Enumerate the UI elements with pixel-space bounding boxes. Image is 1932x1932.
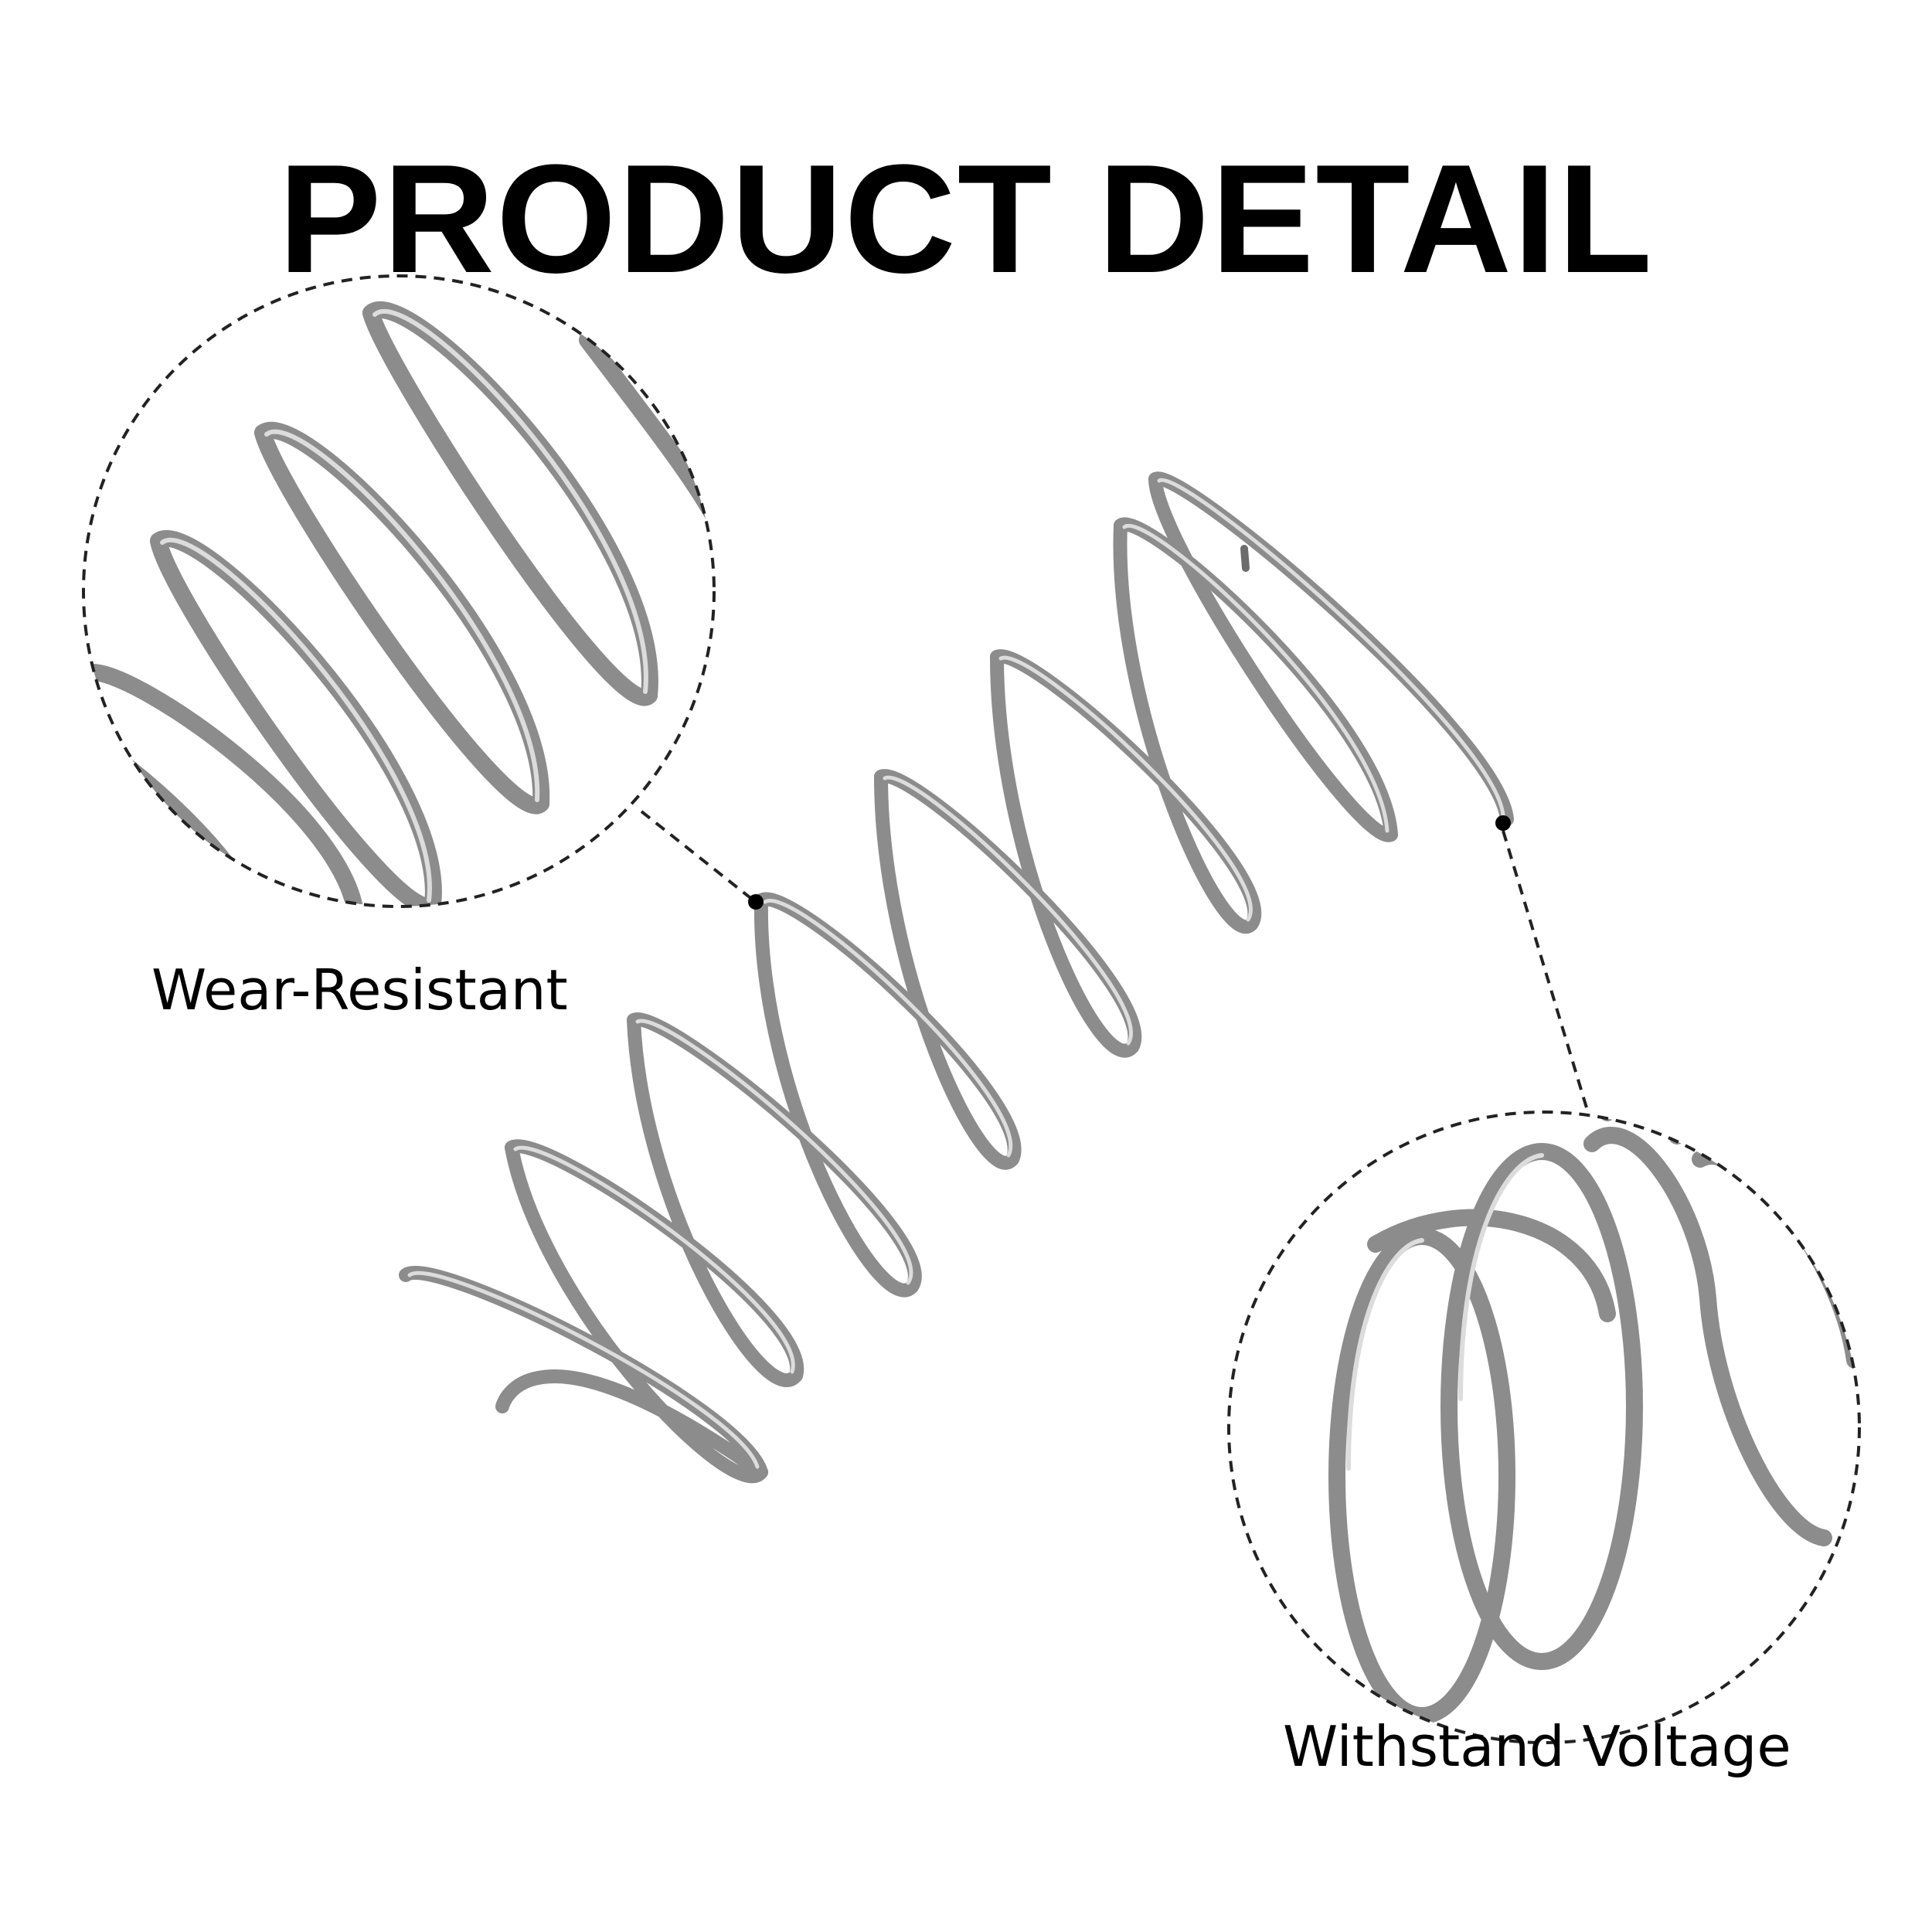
compression-spring-icon: [399, 471, 1514, 1484]
page-title: PRODUCT DETAIL: [278, 133, 1654, 305]
callout-label-wear-resistant: Wear-Resistant: [151, 957, 568, 1022]
detail-circle-wear: [82, 274, 716, 908]
spring-coil-closeup-icon: [84, 301, 714, 906]
callout-connector-wear: [640, 810, 764, 910]
spring-end-closeup-icon: [1328, 1112, 1859, 1724]
detail-circle-voltage: [1227, 1111, 1861, 1744]
callout-label-withstand-voltage: Withstand Voltage: [1283, 1714, 1791, 1779]
callout-connector-voltage: [1495, 815, 1590, 1114]
